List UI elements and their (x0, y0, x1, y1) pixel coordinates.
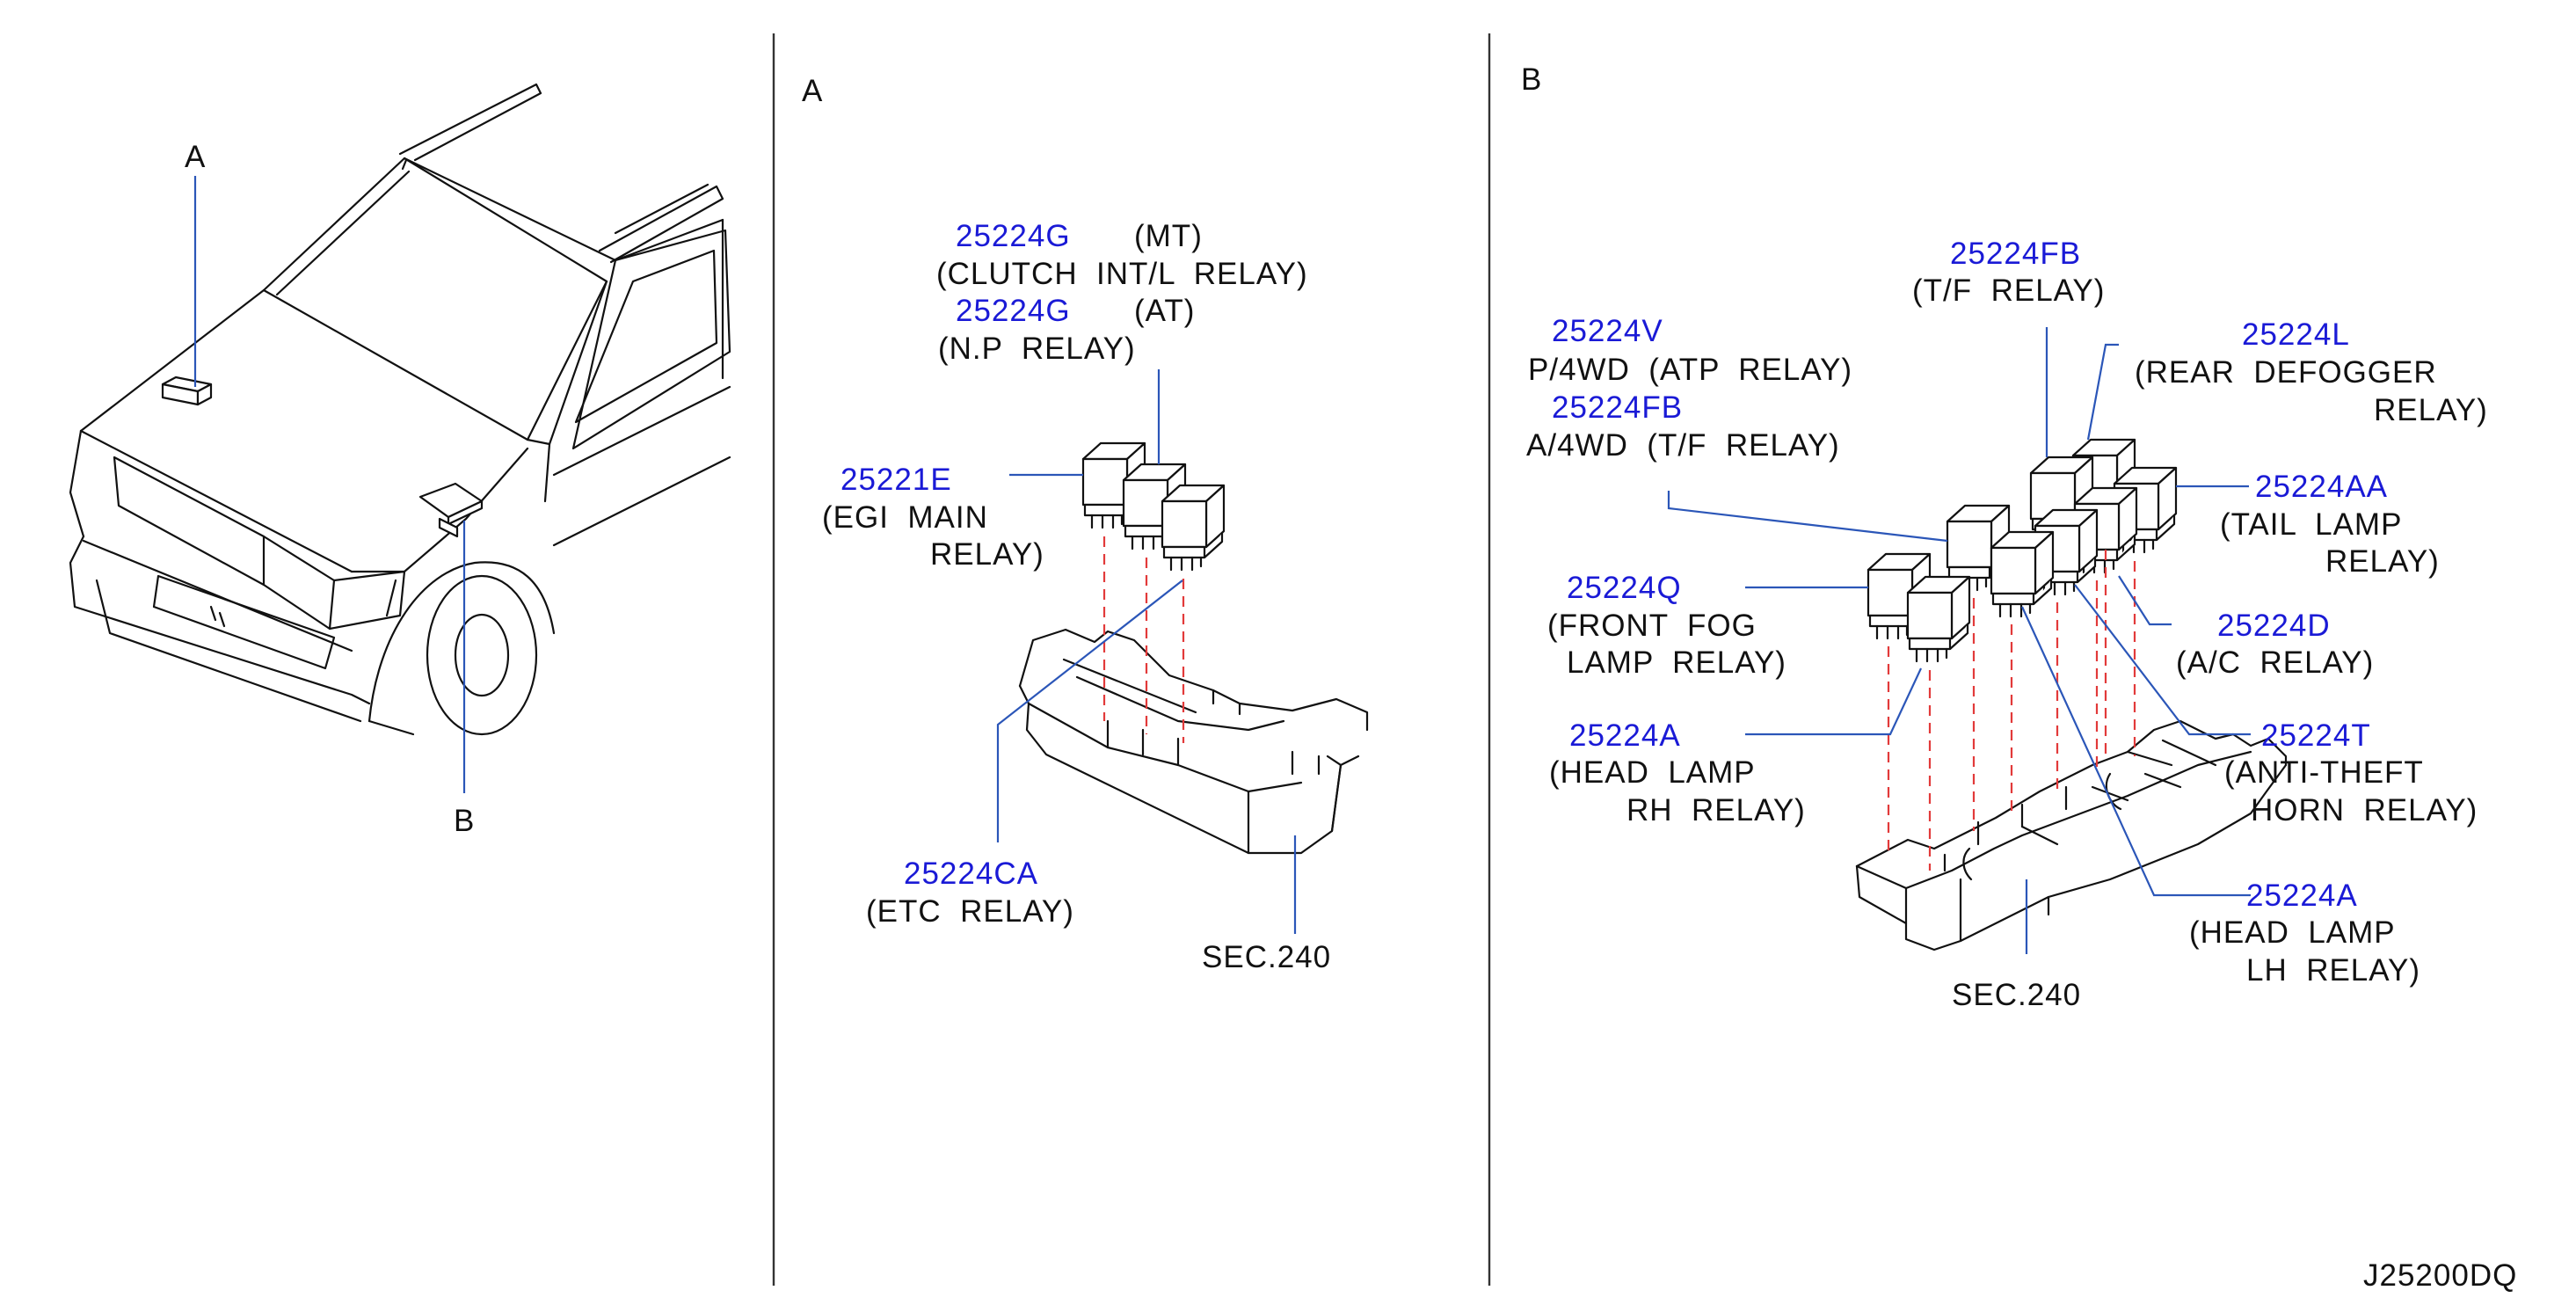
part-number-rear-defogger: 25224L (2242, 317, 2350, 352)
desc-etc-relay: (ETC RELAY) (866, 894, 1074, 929)
desc-head-lh-line2: LH RELAY) (2246, 953, 2420, 988)
relay-a-np (1161, 484, 1226, 572)
desc-rear-defogger-line1: (REAR DEFOGGER (2135, 355, 2437, 390)
drawing-code: J25200DQ (2363, 1258, 2517, 1293)
part-number-egi-relay: 25221E (840, 463, 952, 497)
panel-a-relay-box (1018, 628, 1369, 855)
part-number-tail-lamp: 25224AA (2255, 470, 2388, 504)
part-number-clutch-relay: 25224G (956, 219, 1071, 253)
part-number-tf-4wd: 25224FB (1552, 390, 1683, 425)
desc-tail-lamp-line2: RELAY) (2325, 544, 2440, 579)
panel-b-dashed-guides (1887, 550, 2136, 871)
desc-anti-theft-line2: HORN RELAY) (2251, 793, 2478, 827)
sec-ref-b: SEC.240 (1952, 978, 2081, 1012)
part-number-atp: 25224V (1552, 314, 1663, 348)
desc-front-fog-line1: (FRONT FOG (1547, 609, 1757, 643)
note-at: (AT) (1134, 294, 1195, 328)
panel-a-dashed-guides (1102, 536, 1185, 743)
panel-b-relay-box (1855, 719, 2288, 951)
relay-b-head-rh (1906, 575, 1971, 663)
section-label-b: B (1521, 62, 1542, 97)
vehicle-outline (69, 83, 731, 736)
desc-head-rh-line2: RH RELAY) (1626, 793, 1806, 827)
desc-atp: P/4WD (ATP RELAY) (1528, 353, 1852, 387)
note-mt: (MT) (1134, 219, 1203, 253)
panel-b-leaders (1667, 327, 2251, 954)
relay-b-head-lh (1990, 530, 2055, 618)
desc-tail-lamp-line1: (TAIL LAMP (2220, 507, 2402, 542)
part-number-tf-top: 25224FB (1950, 237, 2081, 271)
vehicle-marker-b: B (454, 804, 475, 838)
desc-head-rh-line1: (HEAD LAMP (1549, 755, 1756, 790)
part-number-head-lh: 25224A (2246, 879, 2358, 913)
part-number-np-relay: 25224G (956, 294, 1071, 328)
panel-a-leaders (996, 369, 1297, 934)
desc-front-fog-line2: LAMP RELAY) (1567, 645, 1786, 680)
part-number-ac: 25224D (2217, 609, 2331, 643)
desc-head-lh-line1: (HEAD LAMP (2189, 915, 2396, 950)
desc-anti-theft-line1: (ANTI-THEFT (2224, 755, 2424, 790)
desc-np-relay: (N.P RELAY) (938, 332, 1136, 366)
part-number-anti-theft: 25224T (2261, 718, 2371, 753)
desc-egi-relay-line1: (EGI MAIN (822, 500, 988, 535)
sec-ref-a: SEC.240 (1202, 940, 1331, 974)
desc-tf-top: (T/F RELAY) (1912, 273, 2105, 308)
part-number-etc-relay: 25224CA (904, 857, 1038, 891)
desc-ac: (A/C RELAY) (2176, 645, 2374, 680)
part-number-head-rh: 25224A (1569, 718, 1681, 753)
desc-tf-4wd: A/4WD (T/F RELAY) (1526, 428, 1840, 463)
desc-egi-relay-line2: RELAY) (930, 537, 1044, 572)
vehicle-marker-a: A (185, 140, 206, 174)
part-number-front-fog: 25224Q (1567, 571, 1682, 605)
desc-clutch-relay: (CLUTCH INT/L RELAY) (936, 257, 1308, 291)
desc-rear-defogger-line2: RELAY) (2374, 393, 2488, 427)
section-label-a: A (802, 74, 823, 108)
